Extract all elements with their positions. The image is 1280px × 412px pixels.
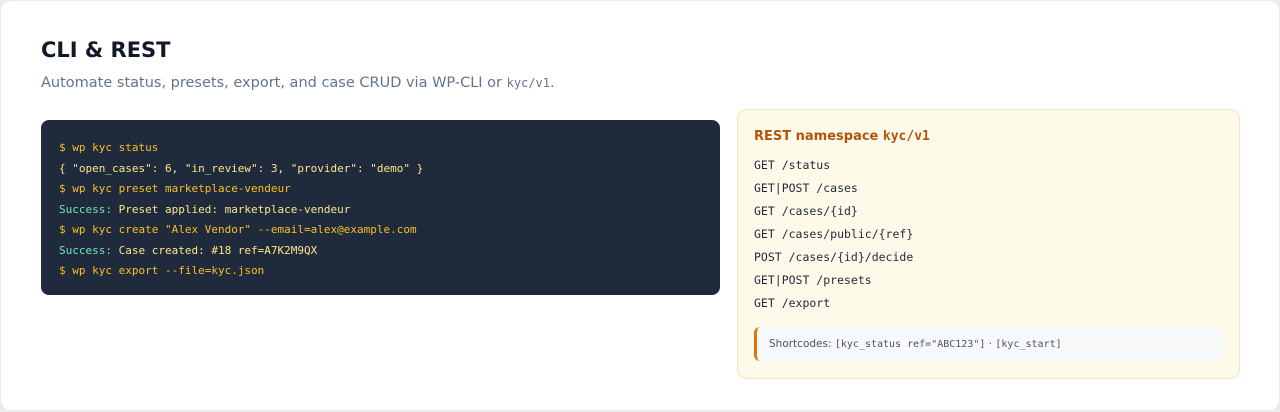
- success-label: Success:: [59, 202, 112, 216]
- subtitle-end: .: [549, 75, 555, 91]
- shortcode-start: [kyc_start]: [995, 339, 1062, 350]
- cli-terminal-block: $ wp kyc status { "open_cases": 6, "in_r…: [41, 120, 720, 295]
- route-item: POST /cases/{id}/decide: [754, 250, 914, 264]
- route-item: GET /export: [754, 296, 831, 310]
- section-subtitle: Automate status, presets, export, and ca…: [41, 73, 555, 93]
- terminal-line: $ wp kyc export --file=kyc.json: [59, 261, 720, 282]
- subtitle-namespace-code: kyc/v1: [506, 76, 550, 90]
- route-list: GET /status GET|POST /cases GET /cases/{…: [754, 154, 913, 315]
- command-text: wp kyc preset marketplace-vendeur: [72, 182, 291, 195]
- route-item: GET /cases/{id}: [754, 204, 858, 218]
- terminal-line: Success: Preset applied: marketplace-ven…: [59, 200, 720, 221]
- route-item: GET|POST /cases: [754, 181, 858, 195]
- terminal-line: $ wp kyc create "Alex Vendor" --email=al…: [59, 220, 720, 241]
- success-label: Success:: [59, 243, 112, 257]
- route-item: GET /status: [754, 158, 831, 172]
- output-text: Preset applied: marketplace-vendeur: [111, 202, 351, 216]
- terminal-line: $ wp kyc status: [59, 138, 720, 159]
- prompt-symbol: $: [59, 264, 73, 277]
- terminal-line: Success: Case created: #18 ref=A7K2M9QX: [59, 241, 720, 262]
- subtitle-text: Automate status, presets, export, and ca…: [41, 75, 507, 91]
- shortcodes-note: Shortcodes: [kyc_status ref="ABC123"] · …: [754, 327, 1223, 361]
- shortcode-separator: ·: [985, 338, 996, 350]
- route-item: GET /cases/public/{ref}: [754, 227, 914, 241]
- command-text: wp kyc export --file=kyc.json: [72, 264, 265, 277]
- route-item: GET|POST /presets: [754, 273, 872, 287]
- output-text: { "open_cases": 6, "in_review": 3, "prov…: [59, 161, 424, 175]
- terminal-line: $ wp kyc preset marketplace-vendeur: [59, 179, 720, 200]
- prompt-symbol: $: [59, 141, 73, 154]
- rest-namespace-code: kyc/v1: [882, 129, 930, 144]
- terminal-line: { "open_cases": 6, "in_review": 3, "prov…: [59, 159, 720, 180]
- section-title: CLI & REST: [41, 38, 171, 62]
- shortcodes-label: Shortcodes:: [769, 338, 835, 350]
- rest-heading: REST namespace kyc/v1: [754, 128, 930, 146]
- command-text: wp kyc status: [72, 141, 159, 154]
- prompt-symbol: $: [59, 223, 73, 236]
- prompt-symbol: $: [59, 182, 73, 195]
- rest-namespace-panel: REST namespace kyc/v1 GET /status GET|PO…: [737, 109, 1240, 379]
- rest-heading-label: REST namespace: [754, 129, 883, 144]
- output-text: Case created: #18 ref=A7K2M9QX: [111, 243, 318, 257]
- command-text: wp kyc create "Alex Vendor" --email=alex…: [72, 223, 417, 236]
- shortcode-status: [kyc_status ref="ABC123"]: [834, 339, 986, 350]
